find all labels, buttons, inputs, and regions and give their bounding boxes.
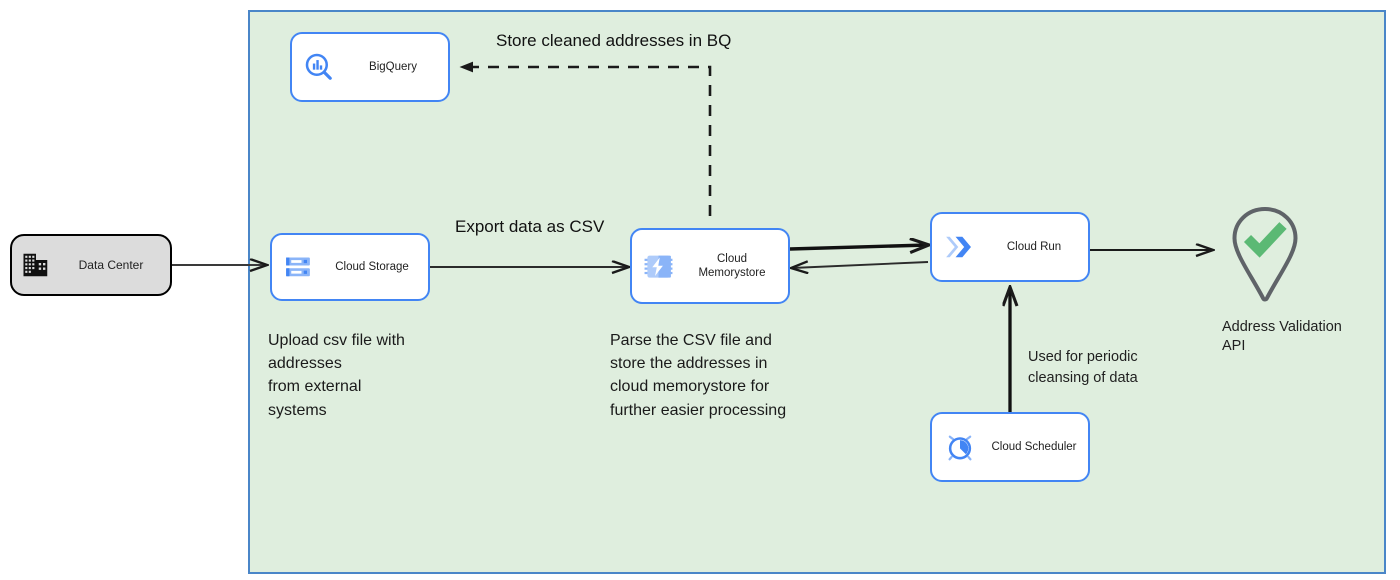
node-bigquery[interactable]: BigQuery: [290, 32, 450, 102]
node-cloud-storage[interactable]: Cloud Storage: [270, 233, 430, 301]
node-cloud-scheduler[interactable]: Cloud Scheduler: [930, 412, 1090, 482]
node-cloud-memorystore[interactable]: Cloud Memorystore: [630, 228, 790, 304]
node-cloud-run[interactable]: Cloud Run: [930, 212, 1090, 282]
node-label-cloud-run: Cloud Run: [1006, 240, 1062, 253]
annotation-periodic-cleansing: Used for periodic cleansing of data: [1028, 349, 1138, 386]
node-address-validation-api[interactable]: Address Validation API: [1222, 205, 1372, 356]
cloud-memorystore-icon: [632, 246, 684, 286]
map-pin-check-icon: [1228, 205, 1302, 310]
node-label-cloud-storage: Cloud Storage: [335, 260, 409, 273]
node-label-address-validation-api: Address Validation API: [1222, 319, 1342, 355]
cloud-run-icon: [932, 227, 988, 267]
bigquery-icon: [292, 47, 346, 87]
edge-label-store-cleaned-in-bq: Store cleaned addresses in BQ: [496, 31, 732, 50]
node-data-center[interactable]: Data Center: [10, 234, 172, 296]
node-label-data-center: Data Center: [78, 257, 144, 272]
google-cloud-zone: [248, 10, 1386, 574]
edge-label-export-data-as-csv: Export data as CSV: [455, 217, 605, 236]
cloud-storage-icon: [272, 248, 324, 286]
node-label-cloud-memorystore: Cloud Memorystore: [698, 252, 766, 279]
annotation-parse-csv: Parse the CSV file and store the address…: [610, 332, 787, 419]
annotation-upload-csv: Upload csv file with addresses from exte…: [268, 332, 405, 419]
node-label-bigquery: BigQuery: [369, 60, 417, 73]
cloud-scheduler-icon: [932, 427, 988, 467]
data-center-icon: [12, 248, 60, 282]
node-label-cloud-scheduler: Cloud Scheduler: [991, 440, 1077, 453]
